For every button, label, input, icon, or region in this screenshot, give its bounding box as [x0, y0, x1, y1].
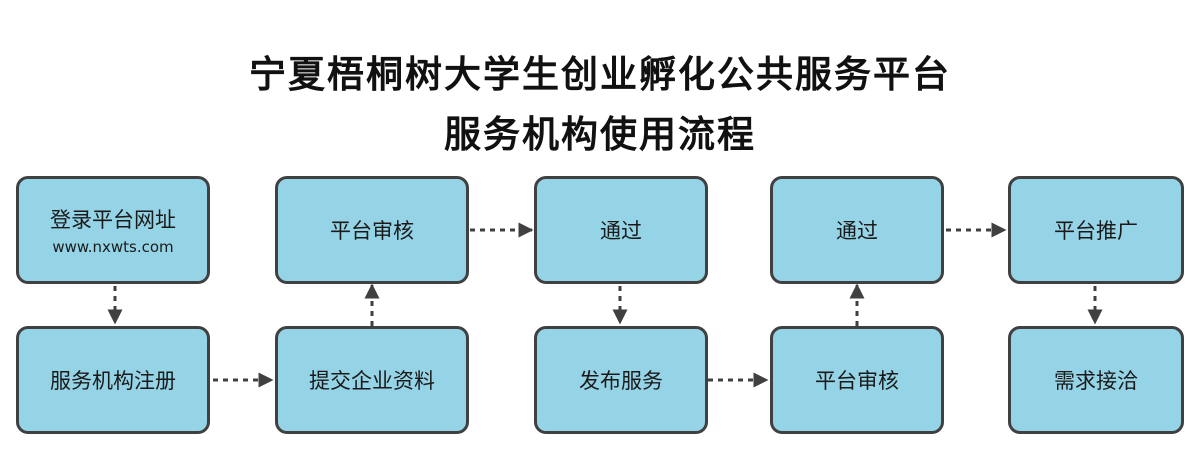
node-promote: 平台推广	[1008, 176, 1184, 284]
node-submit-label: 提交企业资料	[309, 369, 435, 393]
node-match: 需求接洽	[1008, 326, 1184, 434]
node-pass1-label: 通过	[600, 219, 642, 243]
node-review2-label: 平台审核	[815, 369, 899, 393]
node-match-label: 需求接洽	[1054, 369, 1138, 393]
title-line-1: 宁夏梧桐树大学生创业孵化公共服务平台	[249, 53, 951, 96]
node-promote-label: 平台推广	[1054, 219, 1138, 243]
node-pass2: 通过	[770, 176, 944, 284]
node-publish: 发布服务	[534, 326, 708, 434]
node-review2: 平台审核	[770, 326, 944, 434]
node-review1-label: 平台审核	[330, 219, 414, 243]
node-login-label: 登录平台网址	[50, 208, 176, 232]
node-login-url: www.nxwts.com	[52, 238, 174, 256]
node-publish-label: 发布服务	[579, 369, 663, 393]
node-pass1: 通过	[534, 176, 708, 284]
node-login: 登录平台网址 www.nxwts.com	[16, 176, 210, 284]
node-register-label: 服务机构注册	[50, 369, 176, 393]
title-line-2: 服务机构使用流程	[444, 113, 756, 156]
node-review1: 平台审核	[275, 176, 469, 284]
node-submit: 提交企业资料	[275, 326, 469, 434]
node-pass2-label: 通过	[836, 219, 878, 243]
node-register: 服务机构注册	[16, 326, 210, 434]
